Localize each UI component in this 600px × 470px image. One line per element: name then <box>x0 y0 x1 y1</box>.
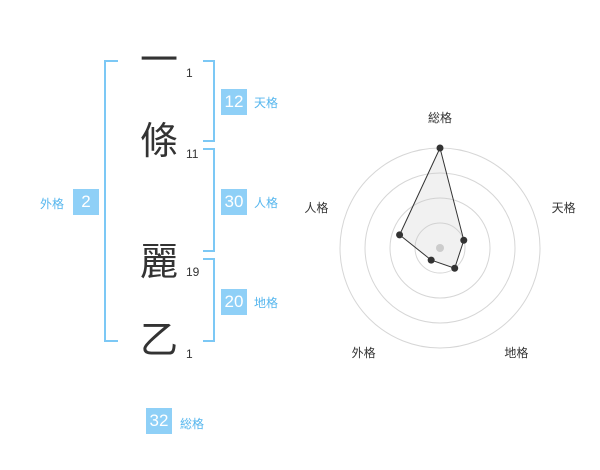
stroke-count-1: 1 <box>186 66 193 80</box>
radar-axis-label: 天格 <box>552 200 576 215</box>
stroke-count-2: 11 <box>186 147 199 161</box>
character-1: 一 <box>139 38 178 82</box>
radar-axis-label: 総格 <box>428 110 452 125</box>
radar-axis-label: 外格 <box>352 345 376 360</box>
gaikaku-bracket <box>104 60 118 342</box>
tenkaku-value: 12 <box>221 89 247 115</box>
radar-point <box>427 256 435 264</box>
radar-point <box>460 236 468 244</box>
radar-axis-label: 人格 <box>304 200 328 215</box>
soukaku-value: 32 <box>146 408 172 434</box>
character-4: 乙 <box>139 318 178 362</box>
character-3: 麗 <box>139 240 178 284</box>
soukaku-label: 総格 <box>180 417 205 431</box>
gaikaku-label: 外格 <box>40 197 65 211</box>
jinkaku-bracket <box>203 148 215 252</box>
radar-polygon <box>398 146 465 269</box>
character-2: 條 <box>139 119 178 163</box>
radar-point <box>436 144 444 152</box>
chikaku-label: 地格 <box>254 296 279 310</box>
radar-ring <box>364 172 516 324</box>
radar-center-dot <box>436 244 444 252</box>
chikaku-value: 20 <box>221 289 247 315</box>
radar-point <box>396 231 404 239</box>
radar-ring <box>389 197 491 299</box>
gaikaku-value: 2 <box>73 189 99 215</box>
radar-axis-label: 地格 <box>504 345 528 360</box>
radar-ring <box>414 222 466 274</box>
tenkaku-label: 天格 <box>254 96 279 110</box>
chikaku-bracket <box>203 258 215 342</box>
radar-point <box>451 264 459 272</box>
jinkaku-value: 30 <box>221 189 247 215</box>
jinkaku-label: 人格 <box>254 196 279 210</box>
tenkaku-bracket <box>203 60 215 142</box>
stroke-count-4: 1 <box>186 347 193 361</box>
stroke-count-3: 19 <box>186 265 200 279</box>
